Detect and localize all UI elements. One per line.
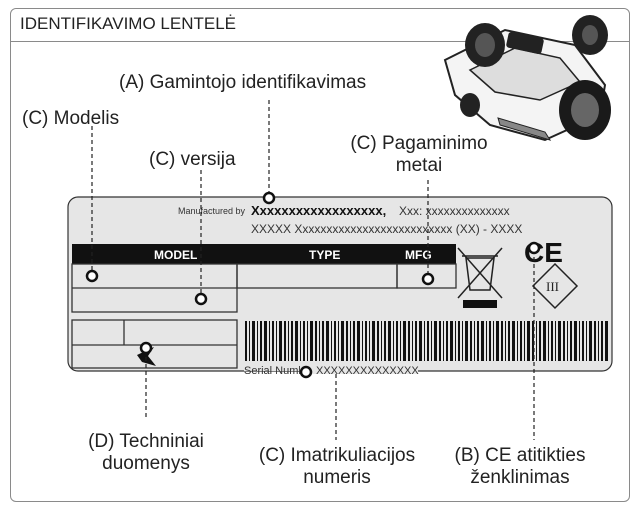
type-column-header: TYPE	[309, 248, 340, 262]
callout-version: (C) versija	[149, 149, 236, 170]
technical-data-table	[71, 319, 238, 369]
callout-technical-line-1: (D) Techniniai	[88, 431, 204, 452]
callout-manufacturer: (A) Gamintojo identifikavimas	[119, 72, 367, 93]
callout-year-line-2: metai	[395, 155, 443, 176]
callout-technical-data: (D) Techniniai duomenys	[70, 431, 222, 475]
model-column-header: MODEL	[154, 248, 197, 262]
callout-markers	[85, 191, 541, 379]
callout-model: (C) Modelis	[22, 108, 120, 129]
callout-registration-line-1: (C) Imatrikuliacijos	[258, 445, 416, 466]
tech-symbol-icon	[137, 347, 156, 366]
weee-bar	[463, 300, 497, 308]
callout-registration-line-2: numeris	[303, 467, 371, 488]
callout-year-line-1: (C) Pagaminimo	[350, 133, 488, 154]
callout-manufacture-year: (C) Pagaminimo metai	[339, 133, 499, 177]
address-line-2: XXXXX Xxxxxxxxxxxxxxxxxxxxxxxxxx (XX) - …	[251, 222, 522, 236]
model-table	[71, 263, 457, 313]
callout-ce-marking: (B) CE atitikties ženklinimas	[432, 445, 608, 489]
manufacturer-name: Xxxxxxxxxxxxxxxxxx,	[251, 203, 386, 218]
barcode	[245, 321, 608, 361]
manufactured-by-label: Manufactured by	[178, 206, 246, 216]
callout-technical-line-2: duomenys	[102, 453, 190, 474]
class-iii-icon	[531, 262, 579, 310]
callout-ce-line-1: (B) CE atitikties	[454, 445, 586, 466]
leader-lines	[91, 100, 535, 440]
page-title: IDENTIFIKAVIMO LENTELĖ	[20, 14, 237, 33]
mfg-column-header: MFG	[405, 248, 432, 262]
callout-ce-line-2: ženklinimas	[470, 467, 570, 488]
robot-mower-icon	[443, 15, 611, 142]
table-header-band	[72, 244, 456, 264]
weee-bin-icon	[457, 247, 503, 299]
serial-number-label: Serial Number	[244, 365, 315, 377]
class-iii-label: III	[546, 279, 559, 294]
callout-registration-number: (C) Imatrikuliacijos numeris	[242, 445, 432, 489]
serial-number-value: XXXXXXXXXXXXXX	[316, 365, 419, 377]
manufacturer-address: Xxx: xxxxxxxxxxxxxx	[399, 204, 510, 218]
